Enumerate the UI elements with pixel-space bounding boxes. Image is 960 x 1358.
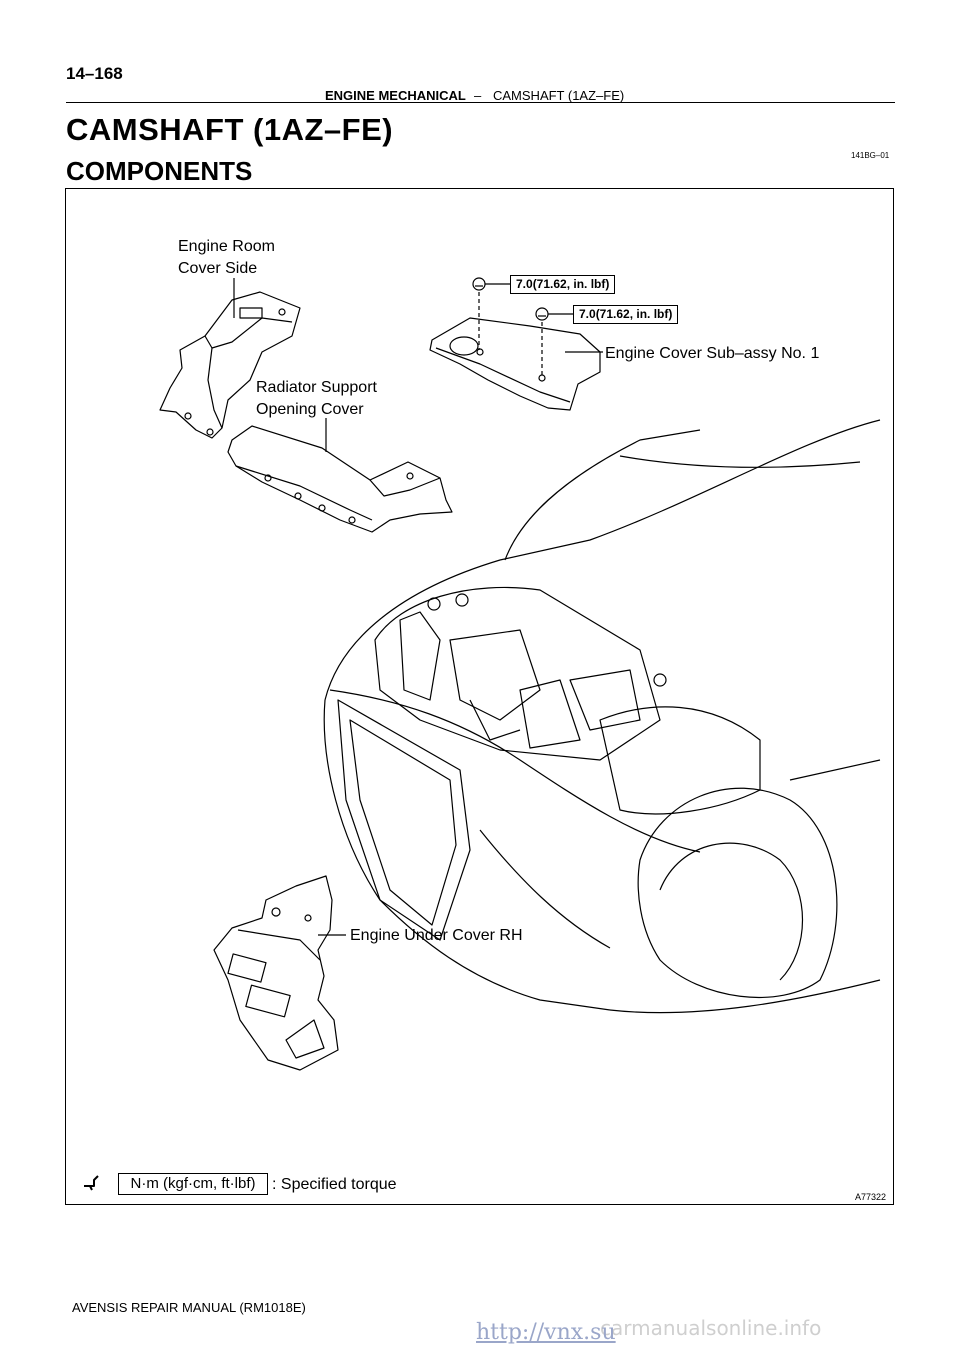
header-rule — [66, 102, 895, 103]
watermark-vnx-link[interactable]: http://vnx.su — [476, 1320, 616, 1345]
figure-code: A77322 — [855, 1192, 887, 1202]
torque-spec-1: 7.0(71.62, in. lbf) — [510, 275, 616, 294]
torque-spec-2: 7.0(71.62, in. lbf) — [573, 305, 679, 324]
callout-engine-room-cover-side-line1: Engine Room — [178, 238, 275, 255]
header-separator: – — [474, 88, 482, 103]
torque-value: 7.0 — [516, 277, 533, 291]
watermark-carmanualsonline: carmanualsonline.info — [600, 1316, 822, 1340]
page-subtitle: COMPONENTS — [66, 156, 253, 186]
legend-unit-box: N·m (kgf·cm, ft·lbf) — [118, 1173, 268, 1195]
torque-detail: (71.62, in. lbf) — [532, 277, 610, 291]
header-subsection: CAMSHAFT (1AZ–FE) — [493, 88, 625, 103]
vehicle-drawing — [323, 419, 881, 1014]
legend-text: : Specified torque — [272, 1176, 397, 1193]
header-section: ENGINE MECHANICAL — [325, 88, 466, 103]
engine-cover-drawing — [429, 317, 601, 411]
engine-under-cover-drawing — [213, 875, 339, 1071]
page-title: CAMSHAFT (1AZ–FE) — [66, 112, 394, 147]
torque-value: 7.0 — [579, 307, 596, 321]
page-number: 14–168 — [66, 64, 123, 83]
radiator-support-cover-drawing — [227, 425, 453, 533]
callout-radiator-support-line2: Opening Cover — [256, 401, 364, 418]
callout-engine-cover-sub-assy: Engine Cover Sub–assy No. 1 — [605, 345, 820, 362]
callout-engine-under-cover: Engine Under Cover RH — [350, 927, 523, 944]
figure-frame — [65, 188, 894, 1205]
torque-detail: (71.62, in. lbf) — [595, 307, 673, 321]
doc-code: 141BG–01 — [851, 151, 890, 160]
engine-room-cover-side-drawing — [159, 291, 301, 439]
callout-radiator-support-line1: Radiator Support — [256, 379, 377, 396]
footer-manual-id: AVENSIS REPAIR MANUAL (RM1018E) — [72, 1300, 306, 1315]
callout-engine-room-cover-side-line2: Cover Side — [178, 260, 258, 277]
